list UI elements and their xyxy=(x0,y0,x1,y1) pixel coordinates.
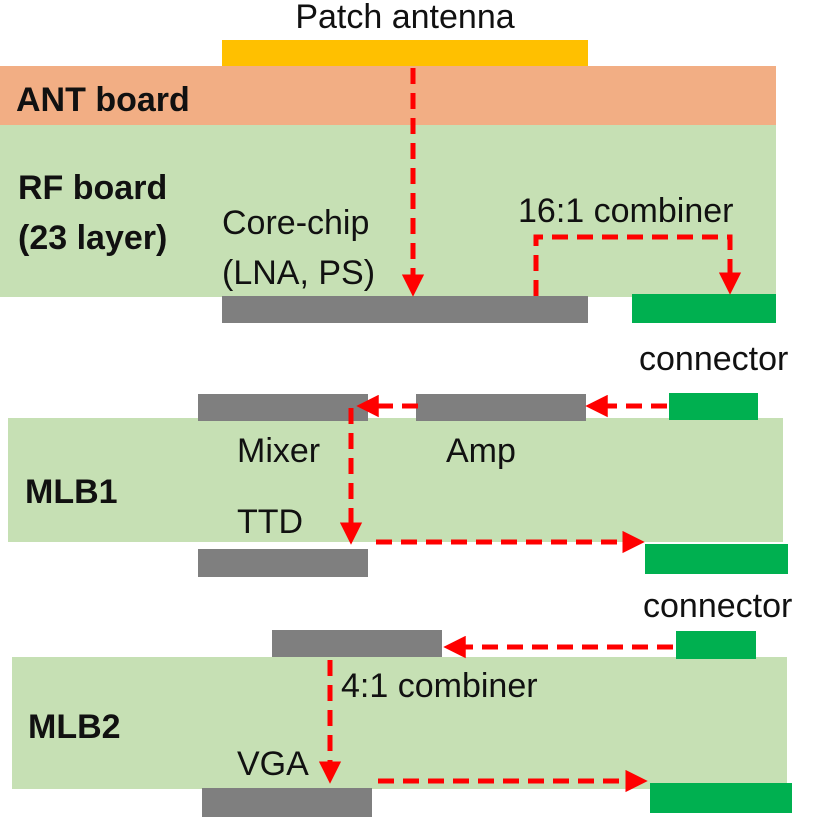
ttd-chip xyxy=(198,549,368,577)
label-combiner-16: 16:1 combiner xyxy=(518,192,733,230)
connector-mlb1-top xyxy=(669,393,758,420)
core-chip xyxy=(222,296,588,323)
mlb2-board xyxy=(12,657,787,789)
label-ttd: TTD xyxy=(237,503,303,541)
arrow-combiner16-route xyxy=(533,234,742,296)
combiner4-chip xyxy=(272,630,442,657)
label-core-chip-functions: (LNA, PS) xyxy=(222,254,375,292)
connector-rf xyxy=(632,294,776,323)
label-rf-board: RF board xyxy=(18,169,167,207)
patch-antenna xyxy=(222,40,588,66)
label-amp: Amp xyxy=(446,432,516,470)
connector-mlb1-bottom xyxy=(645,544,788,574)
label-rf-board-layers: (23 layer) xyxy=(18,219,167,257)
label-mixer: Mixer xyxy=(237,432,320,470)
label-vga: VGA xyxy=(237,745,309,783)
label-connector-2: connector xyxy=(643,587,792,625)
rf-board xyxy=(0,125,776,297)
mixer-chip xyxy=(198,394,368,421)
label-patch-antenna: Patch antenna xyxy=(295,0,514,36)
label-mlb2: MLB2 xyxy=(28,708,121,746)
amp-chip xyxy=(416,394,586,421)
mlb1-board xyxy=(8,418,783,542)
connector-mlb2-bottom xyxy=(650,783,792,813)
label-mlb1: MLB1 xyxy=(25,473,118,511)
ant-board xyxy=(0,66,776,125)
label-combiner-4: 4:1 combiner xyxy=(341,667,538,705)
label-connector-1: connector xyxy=(639,340,788,378)
label-core-chip: Core-chip xyxy=(222,204,369,242)
label-ant-board: ANT board xyxy=(16,81,190,119)
connector-mlb2-top xyxy=(676,631,756,659)
vga-chip xyxy=(202,788,372,817)
